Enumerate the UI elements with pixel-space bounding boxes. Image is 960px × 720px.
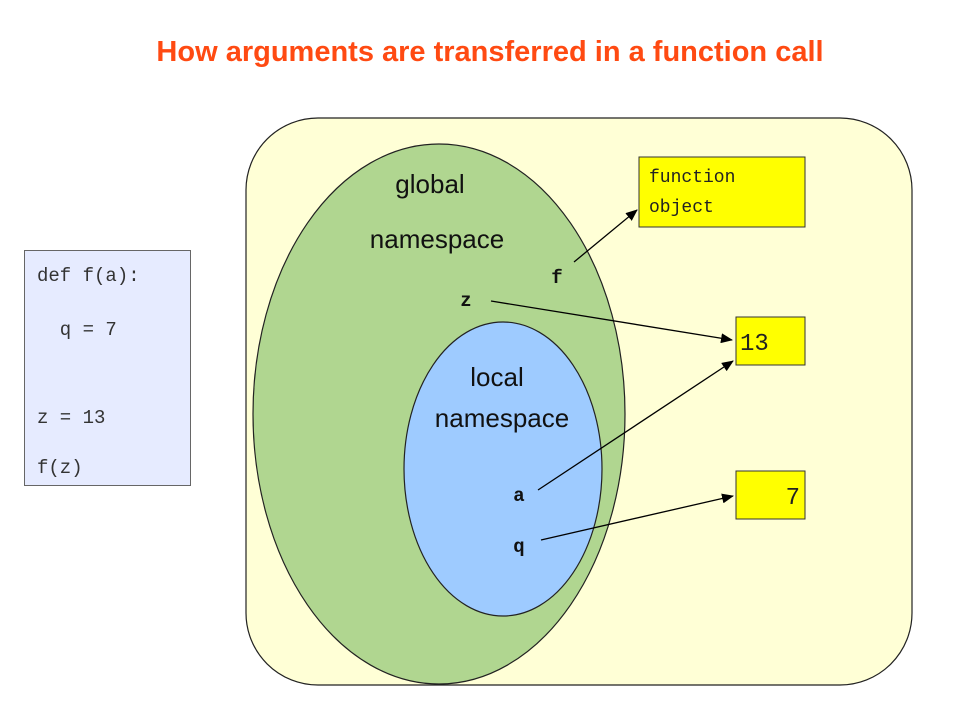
value-13-box [735, 316, 806, 366]
code-line: z = 13 [37, 407, 106, 429]
arrow-a-to-13 [537, 360, 734, 491]
value-7-label: 7 [786, 485, 800, 512]
code-box: def f(a): q = 7 z = 13 f(z) [24, 250, 191, 486]
local-namespace-label: namespace [435, 403, 569, 433]
global-namespace-label: namespace [370, 224, 504, 254]
arrow-q-to-7 [540, 493, 734, 541]
arrow-f-to-function [573, 209, 638, 263]
local-namespace [403, 321, 603, 617]
code-line: def f(a): [37, 265, 140, 287]
code-line: q = 7 [37, 319, 117, 341]
function-object-label: function [649, 168, 735, 188]
page-title: How arguments are transferred in a funct… [156, 36, 824, 68]
local-namespace-label: local [470, 362, 523, 392]
value-7-box [735, 470, 806, 520]
code-line: f(z) [37, 457, 83, 479]
var-f: f [551, 267, 562, 289]
var-a: a [513, 485, 524, 507]
var-z: z [460, 290, 471, 312]
value-13-label: 13 [740, 331, 769, 358]
function-object-box [638, 156, 806, 228]
global-namespace-label: global [395, 169, 464, 199]
function-object-label: object [649, 198, 714, 218]
arrow-z-to-13 [490, 300, 733, 344]
var-q: q [513, 536, 524, 558]
